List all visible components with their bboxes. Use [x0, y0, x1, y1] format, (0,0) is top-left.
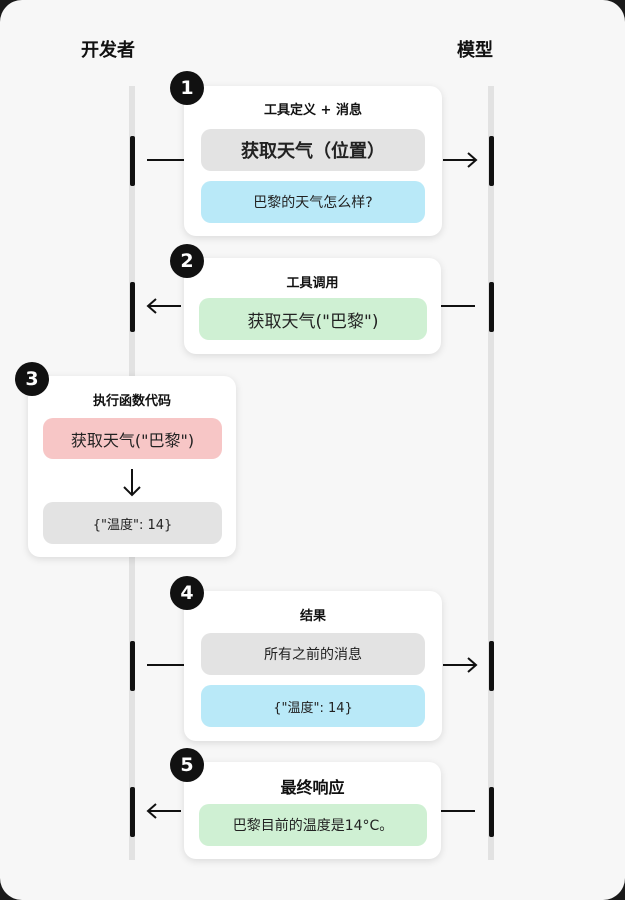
step-4-card: 结果 所有之前的消息 {"温度": 14}	[184, 591, 442, 741]
step-3-badge: 3	[15, 362, 49, 396]
step-4-badge: 4	[170, 576, 204, 610]
step-5-title: 最终响应	[280, 778, 345, 797]
step-2-title: 工具调用	[286, 276, 339, 291]
step-1-function-pill: 获取天气（位置）	[201, 129, 425, 171]
arrow-left-icon	[146, 803, 181, 819]
arrow-down-icon	[123, 469, 141, 497]
step-4-history-pill: 所有之前的消息	[201, 633, 425, 675]
model-activation-2	[489, 282, 494, 332]
arrow-right-icon	[443, 657, 478, 673]
step-1-card: 工具定义 + 消息 获取天气（位置） 巴黎的天气怎么样?	[184, 86, 442, 236]
developer-activation-2	[130, 282, 135, 332]
step-3-title: 执行函数代码	[92, 394, 171, 409]
step-3-result-pill: {"温度": 14}	[43, 502, 222, 544]
model-activation-5	[489, 787, 494, 837]
step-5-card: 最终响应 巴黎目前的温度是14°C。	[184, 762, 441, 859]
connector-line-1	[147, 159, 185, 161]
step-1-message-pill: 巴黎的天气怎么样?	[201, 181, 425, 223]
step-1-title: 工具定义 + 消息	[264, 103, 362, 118]
step-2-card: 工具调用 获取天气("巴黎")	[184, 258, 441, 354]
model-label: 模型	[457, 40, 493, 61]
step-2-badge: 2	[170, 244, 204, 278]
developer-activation-1	[130, 136, 135, 186]
step-2-call-pill: 获取天气("巴黎")	[199, 298, 427, 340]
step-4-result-pill: {"温度": 14}	[201, 685, 425, 727]
step-3-card: 执行函数代码 获取天气("巴黎") {"温度": 14}	[28, 376, 236, 557]
model-lifeline	[488, 86, 494, 860]
step-5-badge: 5	[170, 748, 204, 782]
step-1-badge: 1	[170, 71, 204, 105]
developer-activation-5	[130, 787, 135, 837]
step-4-title: 结果	[299, 609, 326, 624]
step-3-function-pill: 获取天气("巴黎")	[43, 418, 222, 459]
connector-line-5	[441, 810, 475, 812]
model-activation-1	[489, 136, 494, 186]
developer-label: 开发者	[81, 40, 135, 61]
connector-line-2	[441, 305, 475, 307]
arrow-left-icon	[146, 298, 181, 314]
model-activation-4	[489, 641, 494, 691]
step-5-response-pill: 巴黎目前的温度是14°C。	[199, 804, 427, 846]
connector-line-4	[147, 664, 185, 666]
developer-activation-4	[130, 641, 135, 691]
arrow-right-icon	[443, 152, 478, 168]
